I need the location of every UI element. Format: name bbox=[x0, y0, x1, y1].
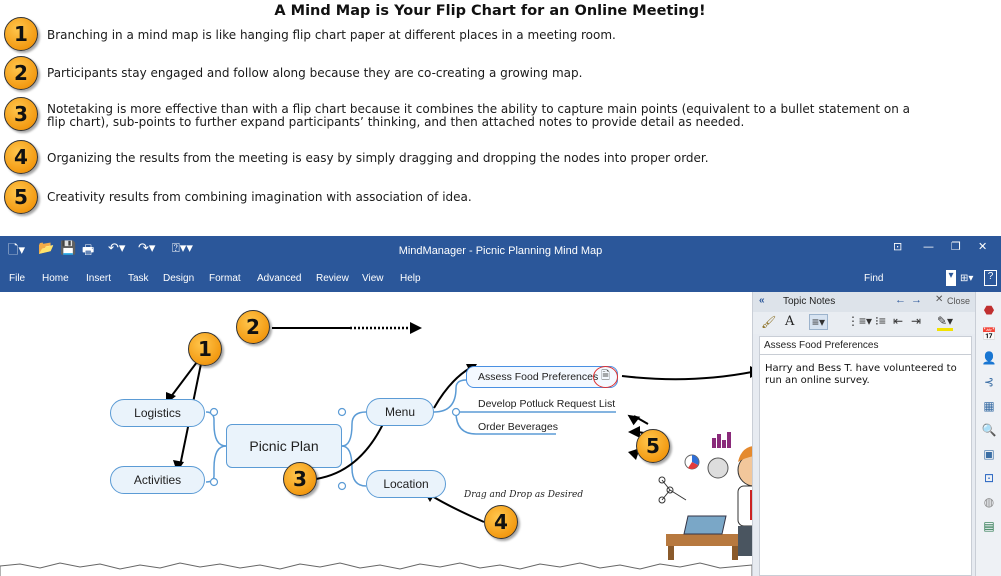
window-title: MindManager - Picnic Planning Mind Map bbox=[398, 245, 603, 257]
point-1: 1 Branching in a mind map is like hangin… bbox=[4, 17, 964, 53]
subtopic-develop-potluck-request-list[interactable]: Develop Potluck Request List bbox=[478, 398, 616, 410]
menu-insert[interactable]: Insert bbox=[86, 273, 112, 284]
point-text: Creativity results from combining imagin… bbox=[47, 190, 472, 204]
callout-badge-1: 1 bbox=[188, 332, 222, 366]
topic-notes-panel: « Topic Notes ← → ✕ Close 🖌 A ≡▾ ⋮≡▾ ⁝≡ … bbox=[752, 292, 976, 576]
number-badge: 5 bbox=[4, 180, 38, 214]
new-file-icon[interactable]: 🗋▾ bbox=[8, 243, 25, 258]
notes-editor[interactable]: Assess Food Preferences Harry and Bess T… bbox=[759, 336, 972, 576]
print-icon[interactable]: 🖶 bbox=[82, 243, 95, 258]
bullet-list-icon[interactable]: ⁝≡ bbox=[875, 314, 886, 328]
topic-location[interactable]: Location bbox=[366, 470, 446, 498]
task-info-icon[interactable]: 📅 bbox=[981, 327, 997, 341]
numbered-list-icon[interactable]: ⋮≡▾ bbox=[847, 314, 873, 328]
increase-indent-icon[interactable]: ⇥ bbox=[911, 314, 922, 328]
number-badge: 1 bbox=[4, 17, 38, 51]
collapse-panel-icon[interactable]: « bbox=[759, 295, 765, 306]
markers-icon[interactable]: ⬣ bbox=[983, 303, 995, 317]
mindmanager-window: 🗋▾ 📂 💾 🖶 ↶▾ ↷▾ ⍰▾▾ MindManager - Picnic … bbox=[0, 236, 1001, 576]
side-icon-rail: ⬣ 📅 👤 ⊰ ▦ 🔍 ▣ ⊡ ◍ ▤ bbox=[975, 292, 1001, 576]
search-icon[interactable]: 🔍 bbox=[981, 423, 997, 437]
callout-badge-5: 5 bbox=[636, 429, 670, 463]
notes-topic-name: Assess Food Preferences bbox=[760, 337, 971, 355]
mind-map-canvas[interactable]: Logistics Activities Picnic Plan Menu Lo… bbox=[0, 292, 773, 576]
callout-badge-2: 2 bbox=[236, 310, 270, 344]
menu-task[interactable]: Task bbox=[128, 273, 149, 284]
point-text: Branching in a mind map is like hanging … bbox=[47, 28, 616, 42]
subtopic-assess-food-preferences[interactable]: Assess Food Preferences bbox=[478, 371, 599, 383]
page-title: A Mind Map is Your Flip Chart for an Onl… bbox=[274, 3, 706, 19]
notes-panel-header: « Topic Notes ← → ✕ Close bbox=[753, 292, 976, 312]
number-badge: 3 bbox=[4, 97, 38, 131]
number-badge: 2 bbox=[4, 56, 38, 90]
menu-help[interactable]: Help bbox=[400, 273, 421, 284]
menu-view[interactable]: View bbox=[362, 273, 384, 284]
find-label[interactable]: Find bbox=[864, 273, 884, 284]
library-icon[interactable]: ▦ bbox=[983, 399, 995, 413]
outlook-icon[interactable]: ⊡ bbox=[983, 471, 995, 485]
excel-icon[interactable]: ▤ bbox=[983, 519, 995, 533]
open-folder-icon[interactable]: 📂 bbox=[38, 241, 55, 256]
topic-menu[interactable]: Menu bbox=[366, 398, 434, 426]
point-5: 5 Creativity results from combining imag… bbox=[4, 180, 964, 216]
close-notes-icon[interactable]: ✕ bbox=[935, 294, 944, 305]
close-notes-label[interactable]: Close bbox=[947, 296, 971, 306]
next-topic-icon[interactable]: → bbox=[911, 294, 922, 306]
point-2: 2 Participants stay engaged and follow a… bbox=[4, 56, 964, 92]
central-topic-picnic-plan[interactable]: Picnic Plan bbox=[226, 424, 342, 468]
help-button-icon[interactable]: ? bbox=[984, 270, 997, 286]
point-text: Participants stay engaged and follow alo… bbox=[47, 66, 583, 80]
restore-icon[interactable]: ❐ bbox=[951, 240, 961, 253]
callout-badge-3: 3 bbox=[283, 462, 317, 496]
notes-panel-title: Topic Notes bbox=[783, 296, 836, 307]
minimize-icon[interactable]: — bbox=[923, 240, 934, 253]
topic-logistics[interactable]: Logistics bbox=[110, 399, 205, 427]
web-icon[interactable]: ◍ bbox=[983, 495, 995, 509]
point-text: Organizing the results from the meeting … bbox=[47, 151, 709, 165]
find-options-icon[interactable]: ▾ bbox=[946, 270, 956, 286]
previous-topic-icon[interactable]: ← bbox=[895, 294, 906, 306]
menu-review[interactable]: Review bbox=[316, 273, 349, 284]
menu-format[interactable]: Format bbox=[209, 273, 241, 284]
note-attachment-icon[interactable]: 🗎 bbox=[593, 366, 618, 388]
resources-icon[interactable]: 👤 bbox=[981, 351, 997, 365]
align-icon[interactable]: ≡▾ bbox=[809, 314, 829, 330]
menu-bar: File Home Insert Task Design Format Adva… bbox=[0, 267, 1001, 292]
drag-drop-note: Drag and Drop as Desired bbox=[464, 490, 584, 500]
point-text: Notetaking is more effective than with a… bbox=[47, 102, 911, 129]
callout-badge-4: 4 bbox=[484, 505, 518, 539]
format-painter-icon[interactable]: 🖌 bbox=[761, 315, 777, 329]
redo-icon[interactable]: ↷▾ bbox=[138, 241, 156, 256]
menu-advanced[interactable]: Advanced bbox=[257, 273, 302, 284]
highlight-icon[interactable]: ✎▾ bbox=[937, 314, 954, 331]
undo-icon[interactable]: ↶▾ bbox=[108, 241, 126, 256]
notes-content[interactable]: Harry and Bess T. have volunteered to ru… bbox=[765, 363, 957, 386]
browser-icon[interactable]: ▣ bbox=[983, 447, 995, 461]
close-icon[interactable]: ✕ bbox=[978, 240, 988, 253]
menu-file[interactable]: File bbox=[9, 273, 26, 284]
number-badge: 4 bbox=[4, 140, 38, 174]
decrease-indent-icon[interactable]: ⇤ bbox=[893, 314, 904, 328]
font-icon[interactable]: A bbox=[785, 314, 795, 329]
subtopic-order-beverages[interactable]: Order Beverages bbox=[478, 421, 558, 433]
point-4: 4 Organizing the results from the meetin… bbox=[4, 140, 964, 176]
point-3: 3 Notetaking is more effective than with… bbox=[4, 97, 964, 133]
map-parts-icon[interactable]: ⊰ bbox=[983, 375, 995, 389]
menu-design[interactable]: Design bbox=[163, 273, 195, 284]
menu-home[interactable]: Home bbox=[42, 273, 69, 284]
save-icon[interactable]: 💾 bbox=[60, 241, 77, 256]
ribbon-options-icon[interactable]: ⊡ bbox=[893, 240, 903, 253]
topic-activities[interactable]: Activities bbox=[110, 466, 205, 494]
help-icon[interactable]: ⍰▾▾ bbox=[172, 241, 193, 256]
torn-edge-decoration bbox=[0, 562, 752, 576]
notes-toolbar: 🖌 A ≡▾ ⋮≡▾ ⁝≡ ⇤ ⇥ ✎▾ bbox=[753, 312, 976, 334]
layout-icon[interactable]: ⊞▾ bbox=[960, 273, 974, 284]
title-bar: 🗋▾ 📂 💾 🖶 ↶▾ ↷▾ ⍰▾▾ MindManager - Picnic … bbox=[0, 236, 1001, 267]
